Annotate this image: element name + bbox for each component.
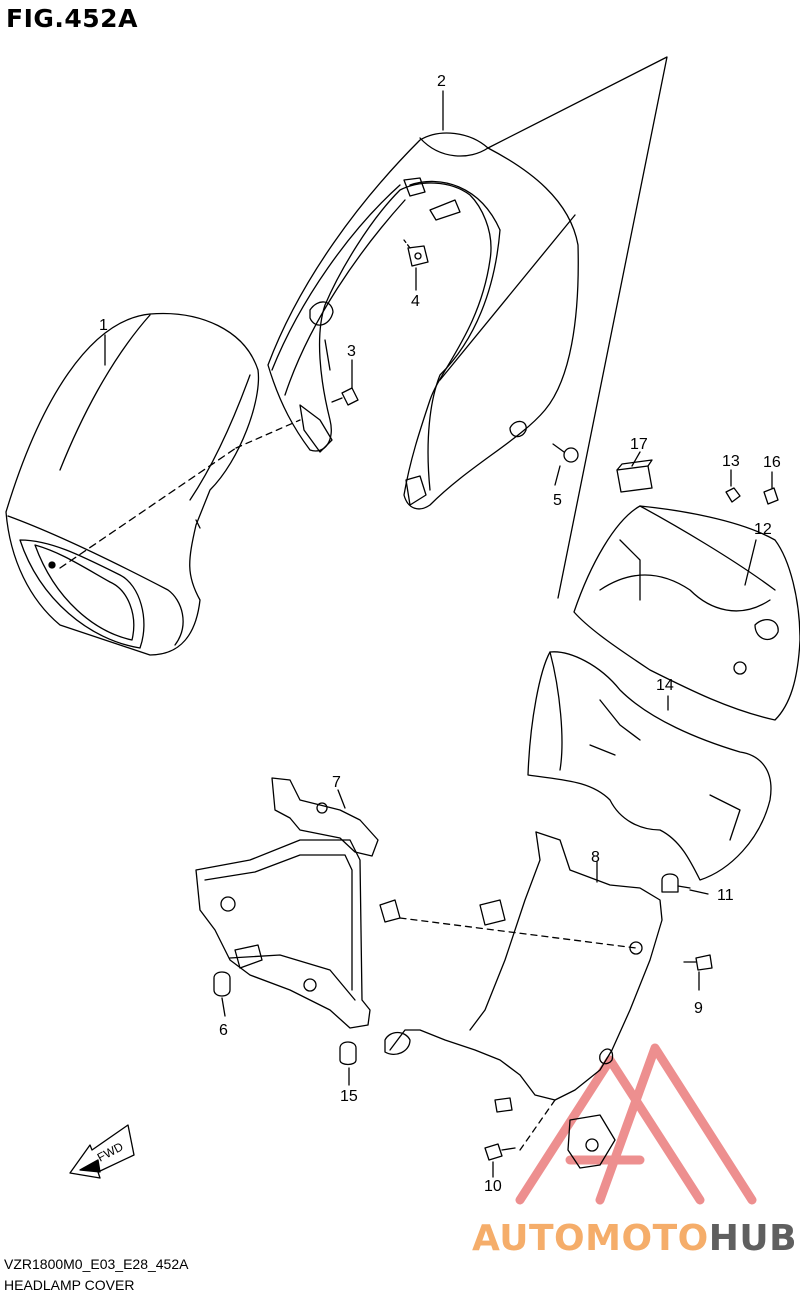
grommet-15-drawing — [339, 1041, 357, 1066]
bolt-10-drawing — [484, 1143, 516, 1161]
callout-16: 16 — [763, 454, 781, 471]
diagram-name: HEADLAMP COVER — [4, 1277, 135, 1293]
grommet-6-drawing — [213, 971, 231, 997]
callout-12: 12 — [754, 521, 772, 538]
fwd-direction-arrow — [69, 1124, 135, 1179]
callout-2: 2 — [437, 73, 446, 90]
inner-panel-14-drawing — [527, 651, 772, 881]
inner-cover-12-drawing — [573, 505, 800, 721]
headlamp-housing-drawing — [5, 312, 260, 656]
callout-13: 13 — [722, 453, 740, 470]
watermark-text: AUTOMOTOHUB — [472, 1218, 797, 1259]
bracket-7-drawing — [195, 777, 401, 1029]
headlamp-cover-drawing — [267, 132, 579, 510]
screw-3-drawing — [331, 387, 359, 406]
watermark-text-hub: HUB — [708, 1218, 798, 1259]
assembly-lines — [399, 917, 637, 1151]
grommet-11-drawing — [661, 873, 691, 893]
callout-5: 5 — [553, 492, 562, 509]
callout-15: 15 — [340, 1088, 358, 1105]
bracket-8-drawing — [384, 831, 663, 1169]
callout-1: 1 — [99, 317, 108, 334]
assembly-frame-lines — [235, 56, 668, 599]
watermark-logo-triangle — [515, 1043, 757, 1205]
bolt-9-drawing — [683, 954, 713, 971]
pad-17-drawing — [616, 459, 653, 493]
clip-16-drawing — [763, 487, 779, 505]
callout-14: 14 — [656, 677, 674, 694]
leader-lines — [104, 90, 773, 1178]
callout-4: 4 — [411, 293, 420, 310]
callout-6: 6 — [219, 1022, 228, 1039]
callout-10: 10 — [484, 1178, 502, 1195]
nut-4-drawing — [407, 245, 429, 267]
callout-3: 3 — [347, 343, 356, 360]
leader-4 — [403, 239, 411, 249]
callout-11: 11 — [717, 887, 734, 904]
callout-17: 17 — [630, 436, 648, 453]
callout-9: 9 — [694, 1000, 703, 1017]
callout-7: 7 — [332, 774, 341, 791]
diagram-code: VZR1800M0_E03_E28_452A — [4, 1256, 189, 1272]
watermark-text-automoto: AUTOMOTO — [472, 1218, 709, 1259]
clip-13-drawing — [725, 487, 741, 503]
figure-title: FIG.452A — [6, 4, 138, 33]
screw-5-drawing — [552, 443, 579, 463]
callout-8: 8 — [591, 849, 600, 866]
